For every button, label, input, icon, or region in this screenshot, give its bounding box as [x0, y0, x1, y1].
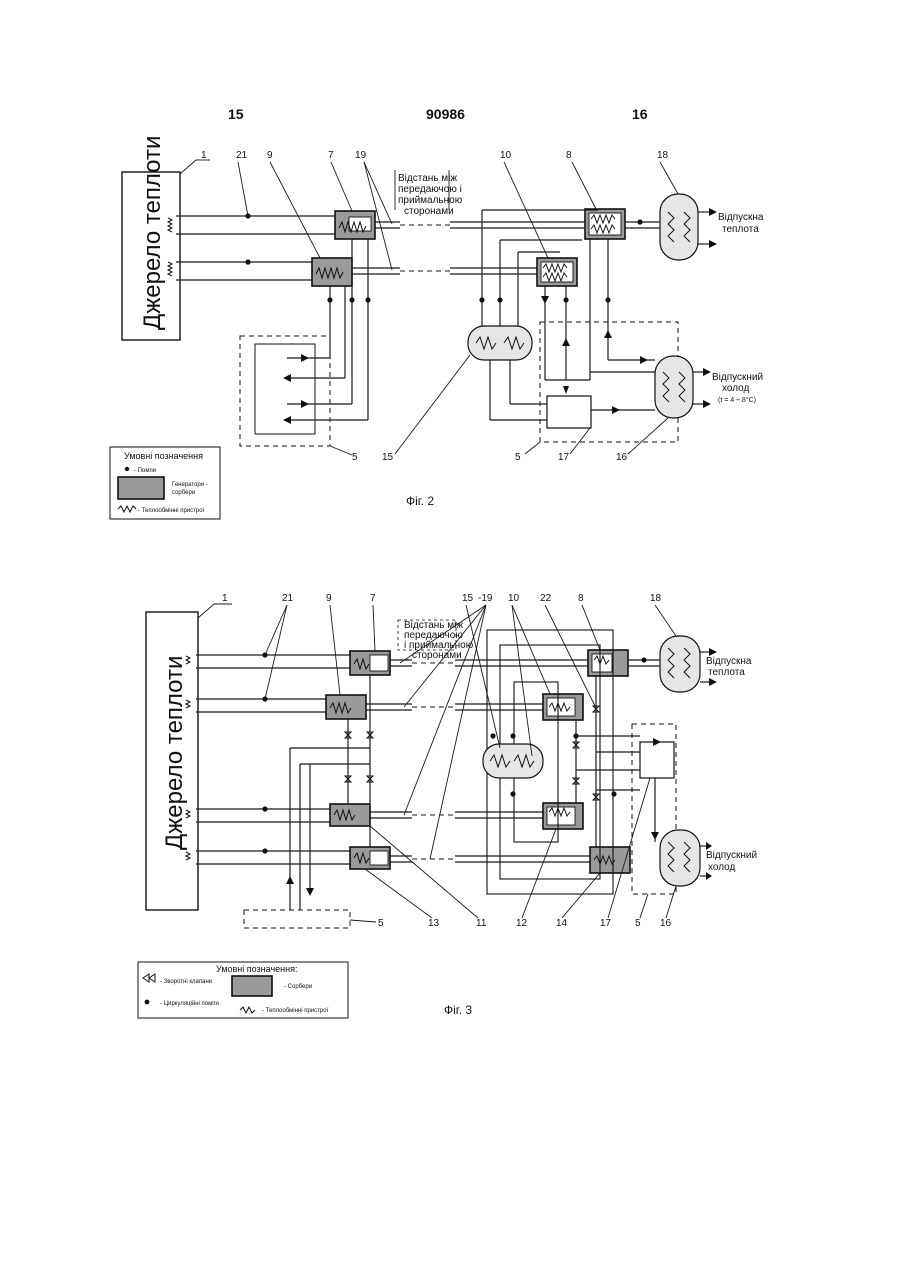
ref-16: 16: [616, 452, 628, 463]
ref-8: 8: [566, 150, 572, 161]
distance-note-line-1: Відстань між: [398, 173, 457, 184]
ref-22-fig3: 22: [540, 593, 552, 604]
pump-icon: [125, 467, 129, 471]
ref-10: 10: [500, 150, 512, 161]
heat-out-line-2: теплота: [722, 224, 759, 235]
cold-temp: (t = 4 ÷ 8°C): [718, 396, 756, 404]
tank-15: [468, 326, 532, 360]
sorber-legend-icon: [118, 477, 164, 499]
ref-12-fig3: 12: [516, 918, 528, 929]
ref-5-fig3-left: 5: [378, 918, 384, 929]
distance-note-fig3-4: сторонами: [412, 650, 462, 661]
legend-fig2-pump: - Помпи: [134, 468, 156, 474]
ref-13-fig3: 13: [428, 918, 440, 929]
cold-tank-16-fig3: [660, 830, 700, 886]
sorber-legend-icon-fig3: [232, 976, 272, 996]
legend-fig3-sorbers: - Сорбери: [284, 984, 312, 990]
heat-out-line-1: Відпускна: [718, 212, 764, 223]
ref-17: 17: [558, 452, 570, 463]
heat-out-fig3-1: Відпускна: [706, 656, 752, 667]
pump-icon: [145, 1000, 150, 1005]
ref-10-fig3: 10: [508, 593, 520, 604]
ref-21-fig3: 21: [282, 593, 294, 604]
legend-fig2-gen-2: сорбери: [172, 490, 195, 496]
legend-fig2-hx: - Теплообмінні пристрої: [138, 508, 205, 514]
ref-7-fig3: 7: [370, 593, 376, 604]
ref-18-fig3: 18: [650, 593, 662, 604]
ref-1-fig3: 1: [222, 593, 228, 604]
heat-source-label: Джерело теплоти: [139, 136, 166, 330]
ref-7: 7: [328, 150, 334, 161]
cold-out-fig3-1: Відпускний: [706, 850, 757, 861]
distance-note-line-2: передаючою і: [398, 184, 462, 195]
device-17-fig3: [640, 742, 674, 778]
distance-note-line-4: сторонами: [404, 206, 454, 217]
ref-8-fig3: 8: [578, 593, 584, 604]
heat-source-label-fig3: Джерело теплоти: [161, 656, 188, 850]
cold-out-line-2: холод: [722, 383, 750, 394]
ref-5-right: 5: [515, 452, 521, 463]
legend-fig2-title: Умовні позначення: [124, 451, 203, 461]
ref-18: 18: [657, 150, 669, 161]
ref-5-fig3-right: 5: [635, 918, 641, 929]
ref-17-fig3: 17: [600, 918, 612, 929]
cold-out-line-1: Відпускний: [712, 372, 763, 383]
heat-out-fig3-2: теплота: [708, 667, 745, 678]
ref-9-fig3: 9: [326, 593, 332, 604]
legend-fig3-hx: - Теплообмінні пристрої: [262, 1008, 329, 1014]
consumer-5-fig3-left: [244, 910, 350, 928]
heat-tank-18: [660, 194, 698, 260]
ref-9: 9: [267, 150, 273, 161]
heat-tank-18-fig3: [660, 636, 700, 692]
legend-fig3-title: Умовні позначення:: [216, 964, 297, 974]
ref-19: 19: [355, 150, 367, 161]
ref-19-fig3: -19: [478, 593, 493, 604]
ref-5-left: 5: [352, 452, 358, 463]
device-17: [547, 396, 591, 428]
ref-11-fig3: 11: [476, 918, 487, 929]
ref-1: 1: [201, 150, 207, 161]
ref-14-fig3: 14: [556, 918, 568, 929]
pump-icon: [245, 259, 250, 264]
figure-2-caption: Фіг. 2: [406, 494, 434, 508]
distance-note-line-3: приймальною: [398, 195, 463, 206]
ref-21: 21: [236, 150, 248, 161]
ref-16-fig3: 16: [660, 918, 672, 929]
figure-3-caption: Фіг. 3: [444, 1003, 472, 1017]
legend-fig3-valves: - Зворотні клапани: [160, 979, 212, 985]
ref-15-fig3: 15: [462, 593, 474, 604]
legend-fig3-pumps: - Циркуляційні помпи: [160, 1000, 219, 1007]
cold-out-fig3-2: холод: [708, 862, 736, 873]
legend-fig2-gen-1: Генератори -: [172, 482, 208, 488]
cold-tank-16: [655, 356, 693, 418]
ref-15: 15: [382, 452, 394, 463]
